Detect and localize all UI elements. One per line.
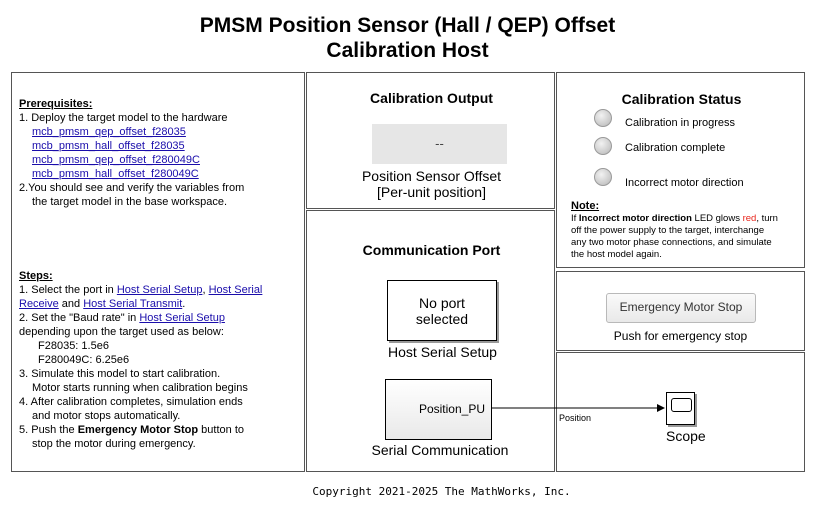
serial-comm-output-port: Position_PU xyxy=(418,402,485,416)
led-label-complete: Calibration complete xyxy=(625,142,726,154)
steps-heading: Steps: xyxy=(19,270,53,282)
serial-communication-caption: Serial Communication xyxy=(371,442,509,458)
scope-panel: Scope xyxy=(556,352,805,472)
step3-line1: 3. Simulate this model to start calibrat… xyxy=(19,368,221,380)
serial-communication-block[interactable]: Position_PU xyxy=(385,379,492,440)
led-incorrect-direction xyxy=(594,168,612,186)
note-pre: If xyxy=(571,213,579,224)
copyright: Copyright 2021-2025 The MathWorks, Inc. xyxy=(312,485,571,498)
host-serial-setup-block[interactable]: No port selected xyxy=(387,280,497,341)
page-title-line2: Calibration Host xyxy=(326,39,489,62)
step1-comma: , xyxy=(202,284,209,296)
step3-line2: Motor starts running when calibration be… xyxy=(32,382,248,394)
communication-port-panel: Communication Port No port selected Host… xyxy=(306,210,555,472)
emergency-motor-stop-button[interactable]: Emergency Motor Stop xyxy=(606,293,756,323)
link-qep-f28035[interactable]: mcb_pmsm_qep_offset_f28035 xyxy=(32,126,186,138)
prereq-step2a: 2.You should see and verify the variable… xyxy=(19,182,245,194)
scope-caption: Scope xyxy=(666,428,706,444)
link-qep-f280049c[interactable]: mcb_pmsm_qep_offset_f280049C xyxy=(32,154,200,166)
position-signal-label: Position xyxy=(559,413,592,423)
host-serial-setup-caption: Host Serial Setup xyxy=(388,344,497,360)
step1-and: and xyxy=(58,298,84,310)
step1-line1: 1. Select the port in Host Serial Setup,… xyxy=(19,283,262,297)
step2-text: 2. Set the "Baud rate" in xyxy=(19,312,140,324)
link-hall-f280049c[interactable]: mcb_pmsm_hall_offset_f280049C xyxy=(32,168,199,180)
link-hall-f28035[interactable]: mcb_pmsm_hall_offset_f28035 xyxy=(32,140,185,152)
position-offset-label: Position Sensor Offset xyxy=(361,168,502,184)
step5-line2: stop the motor during emergency. xyxy=(32,438,196,450)
note-line2: off the power supply to the target, inte… xyxy=(571,225,765,236)
calibration-status-panel: Calibration Status Calibration in progre… xyxy=(556,72,805,268)
prereq-step2b: the target model in the base workspace. xyxy=(32,196,228,208)
link-host-serial-transmit[interactable]: Host Serial Transmit xyxy=(83,298,183,310)
emergency-stop-caption: Push for emergency stop xyxy=(613,329,748,343)
host-serial-setup-text1: No port xyxy=(419,295,465,311)
step1-text: 1. Select the port in xyxy=(19,284,117,296)
host-serial-setup-text2: selected xyxy=(415,311,469,327)
led-label-incorrect-direction: Incorrect motor direction xyxy=(625,177,744,189)
prereq-step1: 1. Deploy the target model to the hardwa… xyxy=(19,112,228,124)
step1-end: . xyxy=(182,298,186,310)
note-bold: Incorrect motor direction xyxy=(578,213,692,224)
note-post: , turn xyxy=(756,213,778,224)
step2-line1: 2. Set the "Baud rate" in Host Serial Se… xyxy=(19,311,225,325)
step1-line2: Receive and Host Serial Transmit. xyxy=(19,297,185,311)
note-heading: Note: xyxy=(571,200,600,212)
step5-text: 5. Push the xyxy=(19,424,78,436)
baud-f280049c: F280049C: 6.25e6 xyxy=(38,354,130,366)
link-host-serial-setup[interactable]: Host Serial Setup xyxy=(116,284,203,296)
led-calibration-complete xyxy=(594,137,612,155)
note-line3: any two motor phase connections, and sim… xyxy=(571,237,772,248)
led-calibration-in-progress xyxy=(594,109,612,127)
prerequisites-heading: Prerequisites: xyxy=(19,98,93,110)
step5-bold: Emergency Motor Stop xyxy=(77,424,199,436)
emergency-stop-panel: Emergency Motor Stop Push for emergency … xyxy=(556,271,805,351)
calibration-output-panel: Calibration Output -- Position Sensor Of… xyxy=(306,72,555,209)
position-signal-arrow xyxy=(657,404,665,412)
position-offset-unit: [Per-unit position] xyxy=(377,184,486,200)
step5-text-b: button to xyxy=(198,424,244,436)
note-line4: the host model again. xyxy=(571,249,662,260)
calibration-status-heading: Calibration Status xyxy=(621,91,742,107)
step2-line2: depending upon the target used as below: xyxy=(19,326,224,338)
baud-f28035: F28035: 1.5e6 xyxy=(38,340,109,352)
step4-line1: 4. After calibration completes, simulati… xyxy=(19,396,243,408)
note-line1: If Incorrect motor direction LED glows r… xyxy=(571,213,778,225)
link-host-serial-receive-a[interactable]: Host Serial xyxy=(208,284,263,296)
scope-icon xyxy=(671,398,692,412)
calibration-output-heading: Calibration Output xyxy=(370,90,493,106)
communication-port-heading: Communication Port xyxy=(362,242,501,258)
instructions-panel: Prerequisites: 1. Deploy the target mode… xyxy=(11,72,305,472)
link-host-serial-receive-b[interactable]: Receive xyxy=(19,298,59,310)
page-title-line1: PMSM Position Sensor (Hall / QEP) Offset xyxy=(199,14,616,37)
step4-line2: and motor stops automatically. xyxy=(32,410,181,422)
step5-line1: 5. Push the Emergency Motor Stop button … xyxy=(19,423,244,437)
position-offset-display: -- xyxy=(372,124,507,164)
scope-block[interactable] xyxy=(666,392,695,425)
note-red-word: red xyxy=(742,213,757,224)
led-label-in-progress: Calibration in progress xyxy=(625,117,736,129)
link-host-serial-setup-2[interactable]: Host Serial Setup xyxy=(139,312,225,324)
note-mid: LED glows xyxy=(691,213,743,224)
